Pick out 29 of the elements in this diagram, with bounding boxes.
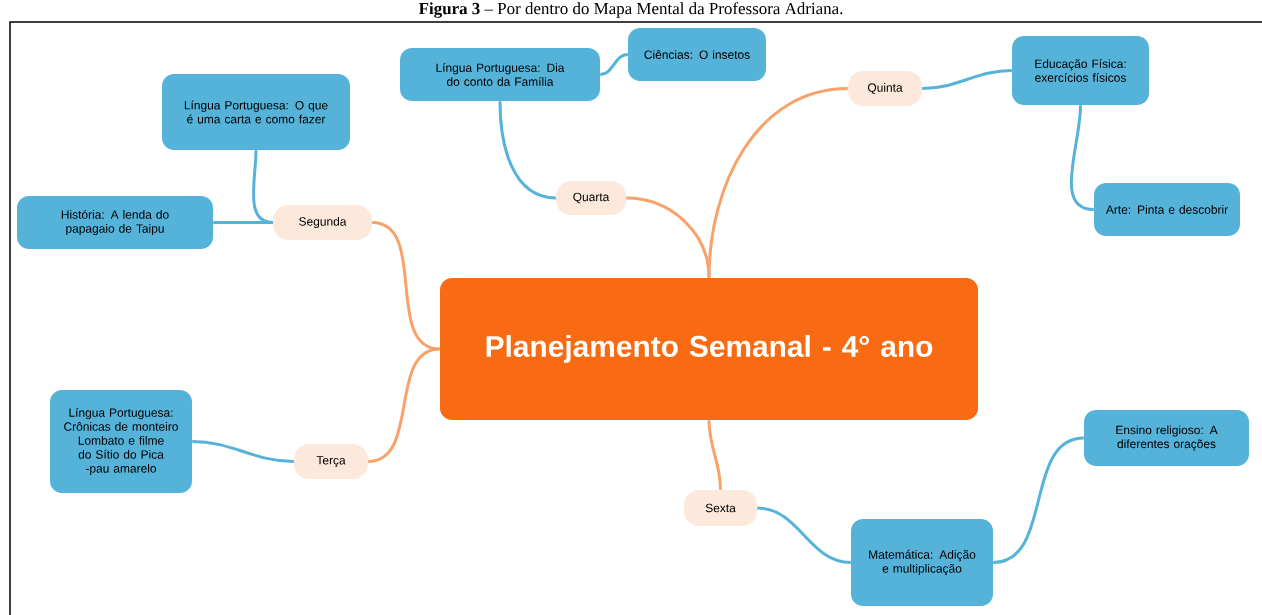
day-box: Quarta (556, 181, 626, 215)
connector (371, 221, 441, 351)
topic-box: Arte: Pinta e descobrir (1094, 183, 1240, 236)
connector (600, 53, 628, 76)
topic-box: Ciências: O insetos (628, 28, 766, 81)
day-box: Segunda (273, 205, 372, 240)
topic-box: Língua Portuguesa: Crônicas de monteiro Lombato e filme do Sítio do Pica -pau amarelo (50, 390, 192, 493)
topic-box: Matemática: Adição e multiplicação (851, 519, 993, 606)
figure-title: Figura 3 – Por dentro do Mapa Mental da Professora Adriana. (418, 2, 843, 18)
topic-box: Ensino religioso: A diferentes orações (1084, 410, 1249, 466)
center-topic-box: Planejamento Semanal - 4° ano (440, 278, 978, 420)
connector (707, 87, 848, 278)
topic-box: História: A lenda do papagaio de Taipu (17, 196, 213, 249)
connector (922, 69, 1012, 90)
connector (992, 436, 1085, 564)
connector (626, 196, 711, 278)
connector (498, 101, 556, 200)
connector (1069, 105, 1095, 211)
connector (757, 506, 851, 564)
connector (707, 420, 722, 490)
topic-box: Língua Portuguesa: Dia do conto da Família (400, 48, 600, 101)
topic-box: Língua Portuguesa: O que é uma carta e como fazer (162, 74, 350, 150)
connector (213, 221, 273, 224)
day-box: Quinta (848, 71, 922, 106)
day-box: Sexta (684, 490, 757, 526)
topic-box: Educação Física: exercícios físicos (1012, 36, 1149, 105)
connector (367, 347, 441, 463)
connector (192, 440, 294, 463)
day-box: Terça (294, 444, 368, 479)
